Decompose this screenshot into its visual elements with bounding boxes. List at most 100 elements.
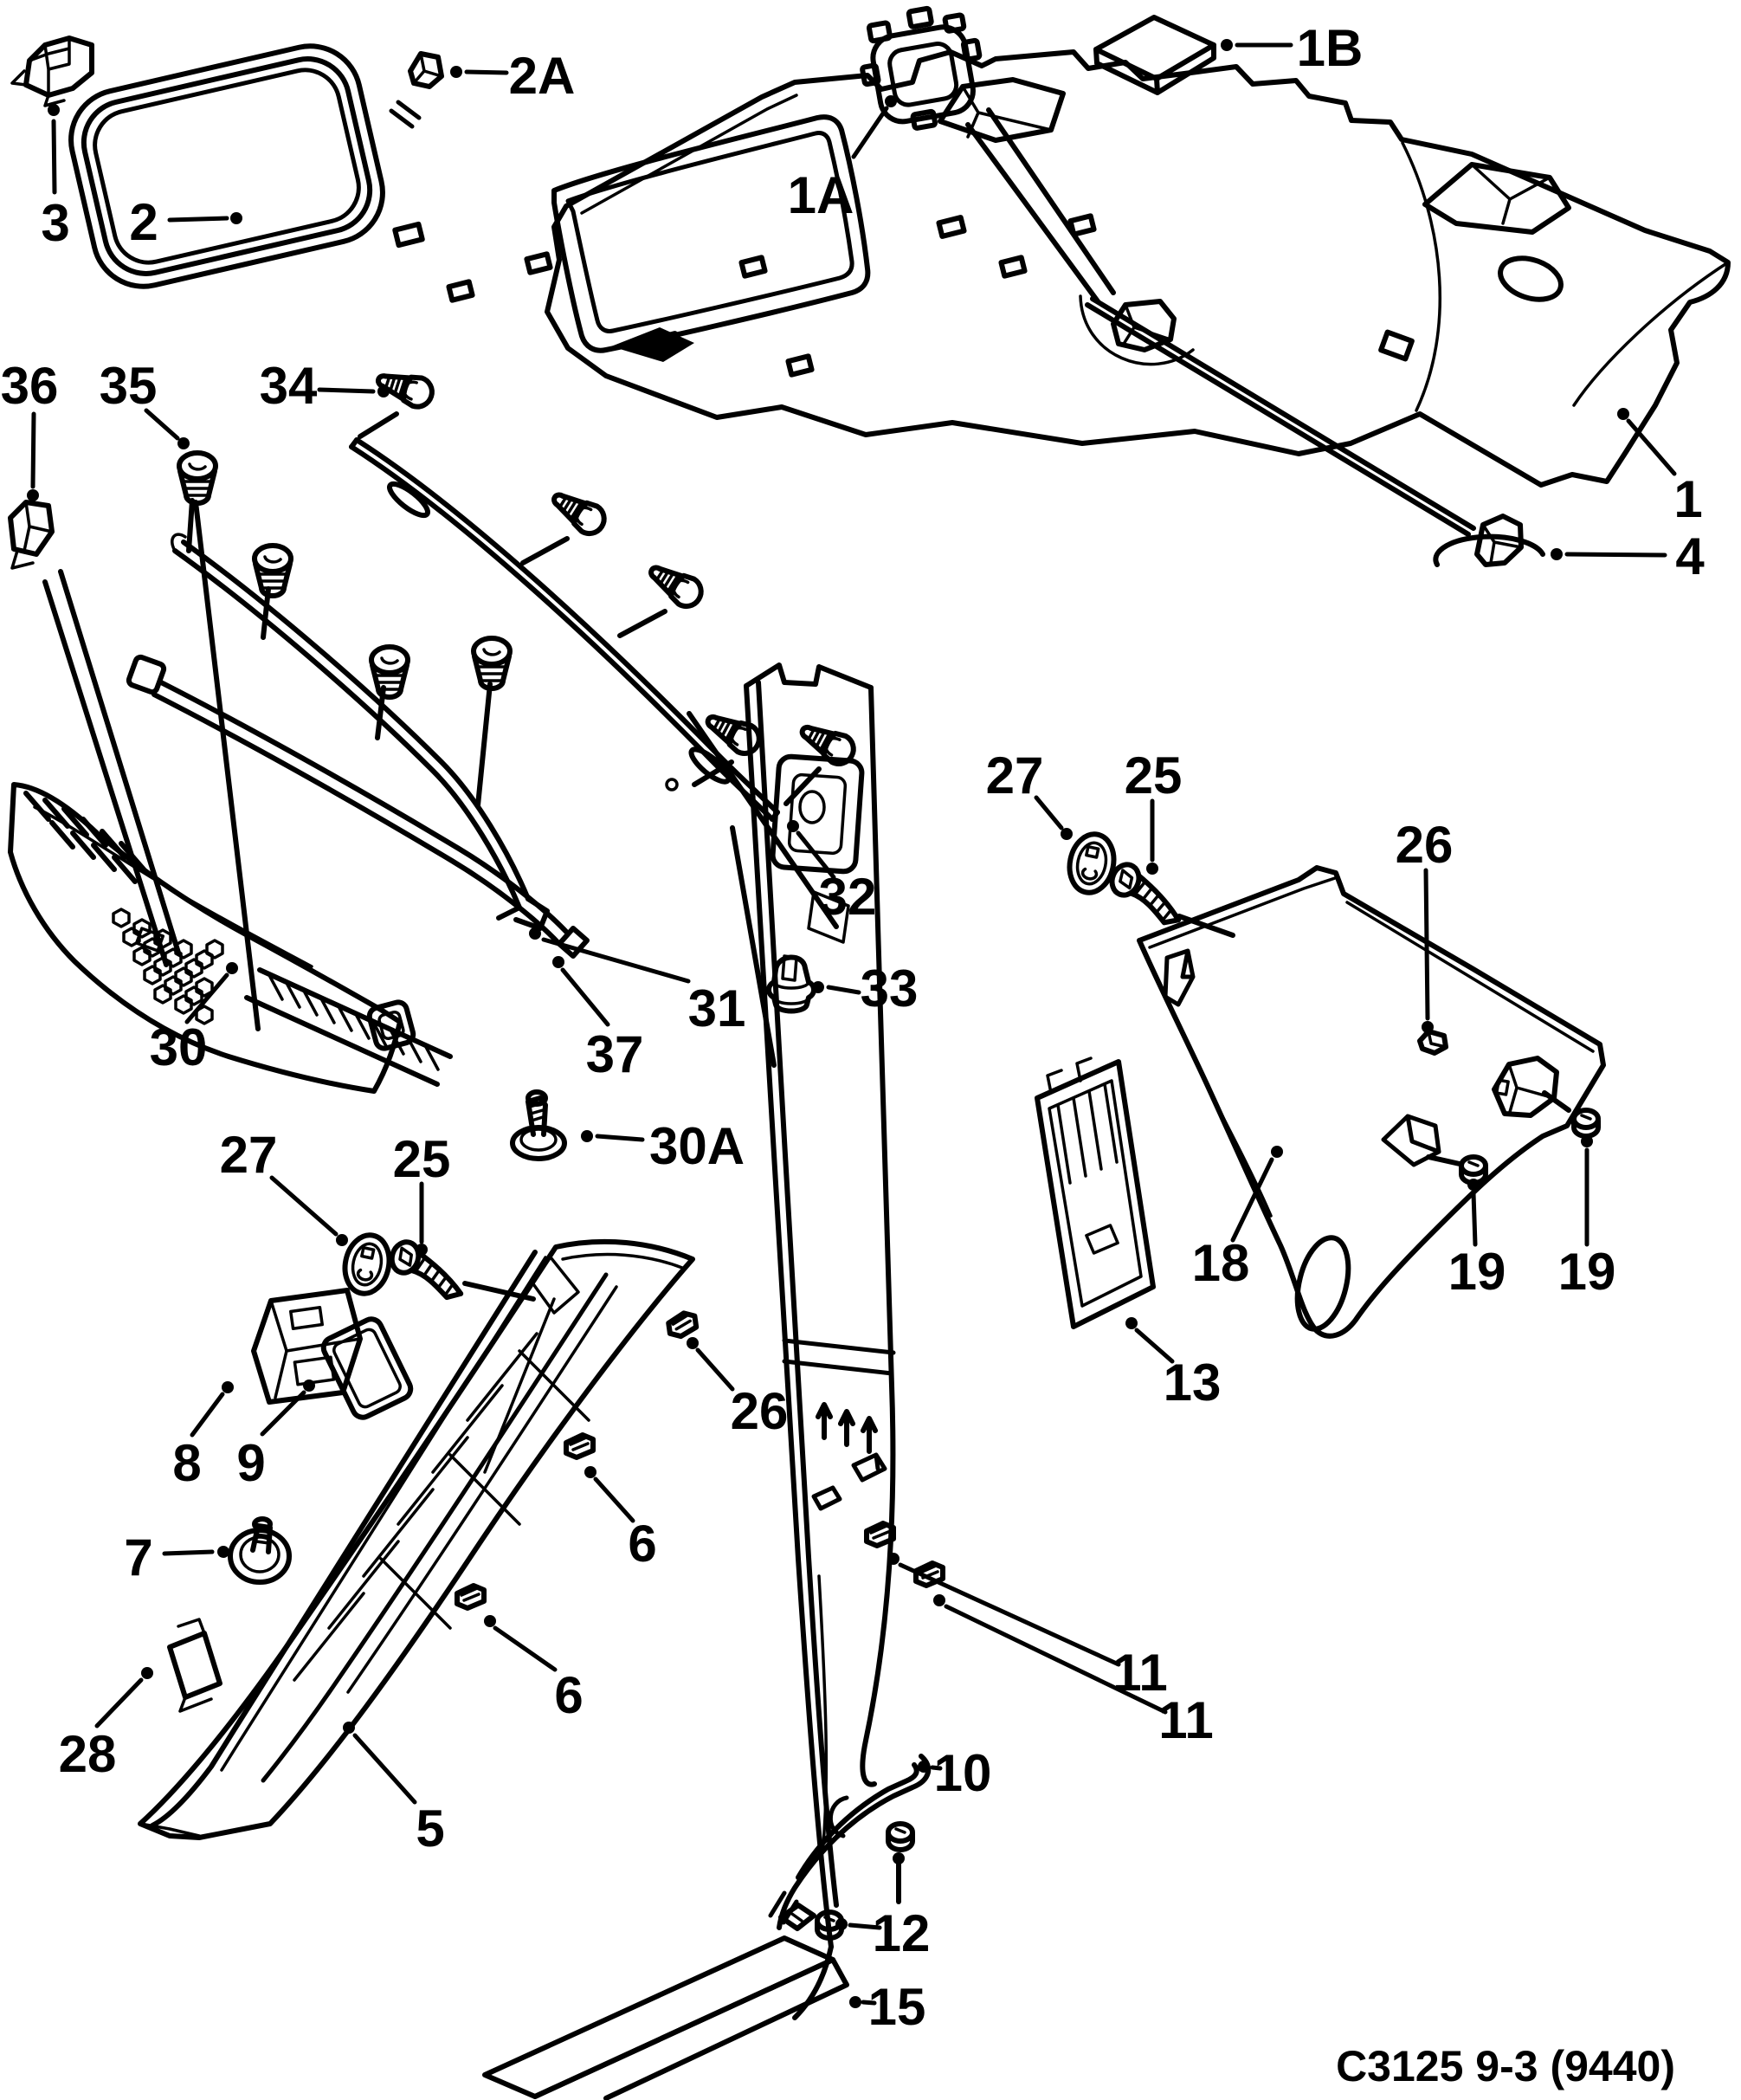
clip-4-part	[1433, 514, 1545, 567]
callout-36: 36	[1, 357, 59, 415]
callout-8: 8	[172, 1434, 201, 1492]
callout-26-right: 26	[1396, 816, 1454, 874]
screw-35	[179, 453, 216, 503]
leader-30	[184, 972, 229, 1024]
callout-1b: 1B	[1297, 19, 1364, 77]
screw-c	[474, 638, 510, 688]
nut-19-right	[1574, 1110, 1598, 1136]
leader-dot-32	[787, 820, 799, 832]
callout-33: 33	[861, 960, 919, 1018]
screw-p1	[547, 485, 609, 540]
leader-6-upper	[593, 1476, 635, 1523]
callout-28: 28	[59, 1725, 117, 1783]
escutcheon-27-right	[1067, 831, 1117, 895]
leader-26-right	[1423, 868, 1430, 1021]
leader-dot-11-a	[887, 1553, 900, 1565]
leader-dot-5	[343, 1722, 355, 1734]
dome-lamp-area	[1079, 294, 1195, 366]
leader-dot-25-top	[1146, 863, 1158, 875]
callout-3: 3	[41, 194, 69, 252]
rear-lamp-pocket	[1422, 162, 1571, 235]
leader-1	[1626, 418, 1677, 476]
leader-1a	[851, 106, 889, 159]
screw-b	[371, 647, 408, 697]
leader-dot-9	[303, 1380, 315, 1392]
leader-dot-30	[226, 962, 238, 974]
clip-26-left	[667, 1312, 697, 1338]
leader-dot-2	[230, 212, 242, 224]
leader-dot-10	[918, 1761, 930, 1773]
clip-6-upper	[566, 1435, 593, 1457]
callout-25-top: 25	[1125, 746, 1183, 804]
leader-dot-33	[812, 981, 824, 993]
leader-32	[796, 830, 836, 880]
leader-26-left	[695, 1347, 735, 1392]
clip-6-lower	[457, 1586, 484, 1608]
leader-37	[560, 967, 610, 1027]
escutcheon-27-left	[342, 1232, 392, 1296]
leader-31	[541, 937, 691, 984]
b-pillar-upper-trim	[744, 662, 896, 2020]
leader-dot-18	[1271, 1146, 1283, 1158]
leader-dot-1	[1617, 408, 1629, 420]
leader-dot-2a	[450, 66, 462, 78]
leader-dot-15	[849, 1996, 861, 2008]
leader-15	[861, 2000, 877, 2006]
leader-dot-25-left	[416, 1244, 428, 1256]
leader-dot-7	[217, 1546, 229, 1558]
switch-8	[251, 1288, 363, 1405]
clip-26-right	[1417, 1029, 1448, 1056]
callout-30a: 30A	[649, 1117, 745, 1175]
leader-dot-13	[1125, 1317, 1138, 1329]
callout-19-right: 19	[1558, 1243, 1616, 1301]
callout-27-top: 27	[986, 746, 1044, 804]
callout-2a: 2A	[509, 47, 576, 105]
leader-dot-8	[222, 1381, 234, 1393]
figure-code: C3125 9-3 (9440)	[1336, 2042, 1675, 2090]
callout-34: 34	[260, 357, 318, 415]
callout-30: 30	[150, 1018, 208, 1076]
leader-18	[1230, 1157, 1274, 1243]
a-pillar-trim-5	[138, 1238, 695, 1840]
callout-4: 4	[1675, 527, 1705, 585]
leader-dot-11-b	[933, 1594, 945, 1606]
callout-26-left: 26	[731, 1382, 789, 1440]
callout-37: 37	[586, 1025, 644, 1083]
leader-dot-1a	[885, 95, 897, 107]
cowl-grille-30	[8, 782, 453, 1094]
leader-34	[317, 387, 376, 394]
leader-3	[51, 119, 57, 195]
leader-28	[94, 1677, 144, 1728]
grommet-30a	[510, 1089, 567, 1161]
foam-pad-1b	[1093, 15, 1216, 95]
leader-5	[352, 1733, 417, 1805]
callout-18: 18	[1192, 1234, 1250, 1292]
leader-dot-36	[27, 489, 39, 501]
sunroof-seal-2	[68, 43, 385, 289]
leader-2	[167, 216, 229, 223]
callout-1a: 1A	[788, 166, 854, 224]
leader-27-top	[1034, 795, 1064, 830]
clip-2a-part	[408, 51, 444, 89]
b-pillar-lower-trim-10	[777, 1754, 932, 1930]
leader-9	[260, 1390, 306, 1437]
leader-35	[144, 408, 180, 441]
leader-dot-6-upper	[584, 1466, 596, 1478]
callout-9: 9	[236, 1434, 265, 1492]
leader-10	[930, 1765, 943, 1771]
leader-dot-26-left	[687, 1337, 699, 1349]
callout-6-upper: 6	[628, 1515, 656, 1573]
leader-dot-28	[141, 1667, 153, 1679]
leader-13	[1134, 1328, 1175, 1364]
cowl-louver-bar	[244, 967, 453, 1087]
leader-dot-19-right	[1581, 1135, 1593, 1147]
leader-dot-4	[1551, 548, 1563, 560]
callout-13: 13	[1164, 1354, 1222, 1412]
leader-dot-30a	[581, 1130, 593, 1142]
screw-a	[255, 546, 291, 596]
grab-handle-hole	[1498, 255, 1564, 302]
callout-11-b: 11	[1158, 1691, 1213, 1749]
leader-dot-6-lower	[484, 1615, 496, 1627]
